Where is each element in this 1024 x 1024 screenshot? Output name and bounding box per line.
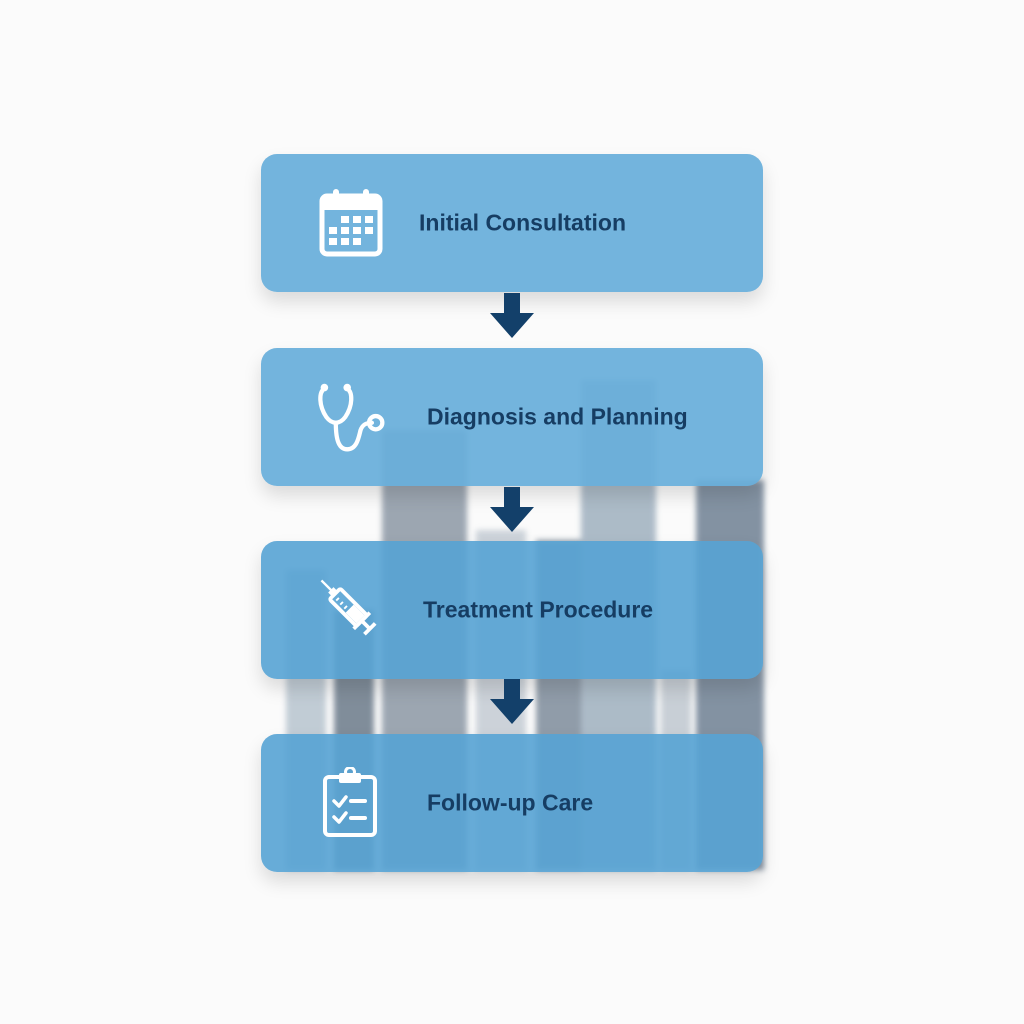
stethoscope-icon [313, 379, 389, 455]
step-label: Initial Consultation [419, 209, 626, 236]
clipboard-checklist-icon [313, 765, 389, 841]
down-arrow-icon [488, 679, 536, 727]
syringe-icon [313, 572, 389, 648]
calendar-icon [313, 185, 389, 261]
step-label: Diagnosis and Planning [427, 403, 688, 430]
step-label: Follow-up Care [427, 789, 594, 816]
step-label: Treatment Procedure [423, 596, 654, 623]
step-follow-up-care: Follow-up Care [261, 734, 763, 872]
step-treatment-procedure: Treatment Procedure [261, 541, 763, 679]
step-diagnosis-planning: Diagnosis and Planning [261, 348, 763, 486]
step-initial-consultation: Initial Consultation [261, 154, 763, 292]
down-arrow-icon [488, 293, 536, 341]
down-arrow-icon [488, 487, 536, 535]
